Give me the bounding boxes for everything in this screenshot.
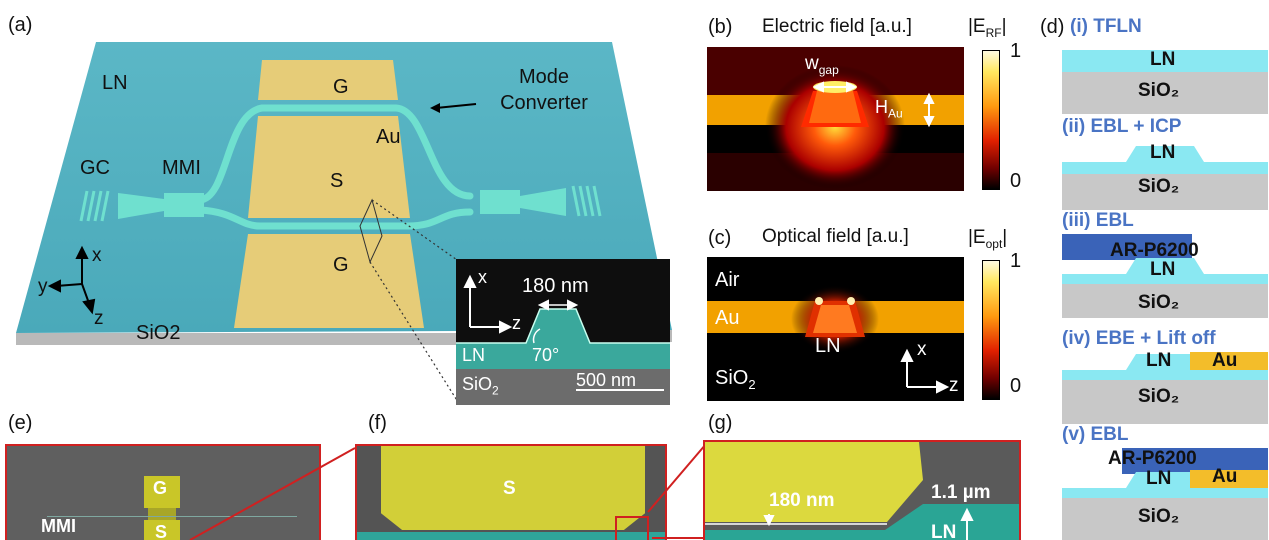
step-3-resist-label: AR-P6200 <box>1110 240 1199 261</box>
step-4-au-label: Au <box>1212 350 1238 371</box>
panel-a-axis-z: z <box>94 308 104 329</box>
panel-e-to-f-zoom-lines <box>189 447 356 540</box>
panel-f-to-g-zoom-lines <box>647 443 707 539</box>
panel-d-label: (d) <box>1040 16 1065 38</box>
panel-a-ground-bottom-label: G <box>333 254 349 276</box>
panel-b-label: (b) <box>708 16 733 38</box>
panel-b-colorbar-max: 1 <box>1010 40 1022 62</box>
inset-axis-x: x <box>478 267 487 287</box>
step-3-ln-label: LN <box>1150 259 1176 280</box>
panel-f-sem-image: S <box>355 444 667 540</box>
panel-a-label: (a) <box>8 14 33 36</box>
panel-b-title: Electric field [a.u.] <box>762 16 912 37</box>
panel-a-mode-converter-label: Mode Converter <box>500 66 588 114</box>
panel-b-colorbar-min: 0 <box>1010 170 1022 192</box>
step-2-sio2-label: SiO₂ <box>1138 176 1180 197</box>
panel-c-title: Optical field [a.u.] <box>762 226 909 247</box>
panel-b-colorbar-title: |ERF| <box>968 16 1007 40</box>
panel-b-electric-field-map: wgap HAu <box>707 47 964 191</box>
panel-c-ln-label: LN <box>815 335 841 357</box>
panel-c-optical-field-map: Air Au LN SiO2 x z <box>707 257 964 401</box>
panel-f-signal-electrode <box>381 446 645 530</box>
panel-f-label: (f) <box>368 412 387 434</box>
step-5-resist-label: AR-P6200 <box>1108 448 1197 469</box>
panel-c-colorbar-title: |Eopt| <box>968 227 1008 251</box>
panel-a-sem-inset: x z 180 nm LN 70° SiO2 500 nm <box>456 259 670 405</box>
panel-a-ground-top-label: G <box>333 76 349 98</box>
panel-g-sem-image: 180 nm 1.1 µm LN <box>703 440 1021 540</box>
panel-a-gc-label: GC <box>80 157 110 179</box>
step-3-cross-section <box>1062 234 1268 318</box>
panel-c-colorbar-max: 1 <box>1010 250 1022 272</box>
step-4-cross-section <box>1062 352 1268 424</box>
panel-b-colorbar <box>982 50 1000 190</box>
panel-a-sio2-label: SiO2 <box>136 322 181 344</box>
step-4-ln-label: LN <box>1146 350 1172 371</box>
step-5-ln-label: LN <box>1146 468 1172 489</box>
panel-g-height-label: 1.1 µm <box>931 482 991 503</box>
panel-c-colorbar-min: 0 <box>1010 375 1022 397</box>
panel-c-au-label: Au <box>715 307 740 329</box>
panel-a-axis-y: y <box>38 276 48 297</box>
step-2-cross-section <box>1062 146 1268 210</box>
panel-e-label: (e) <box>8 412 33 434</box>
panel-g-label: (g) <box>708 412 733 434</box>
step-3-sio2-label: SiO₂ <box>1138 292 1180 313</box>
panel-c-axis-z: z <box>949 375 959 396</box>
process-step-5-heading: (v) EBL <box>1062 424 1129 445</box>
process-step-1-heading: (i) TFLN <box>1070 16 1142 37</box>
panel-e-sem-image: G S MMI <box>5 444 321 540</box>
panel-a-mmi-label: MMI <box>162 157 201 179</box>
step-5-sio2-label: SiO₂ <box>1138 506 1180 527</box>
panel-f-zoom-box <box>615 516 649 540</box>
inset-axis-z: z <box>512 313 521 333</box>
panel-b-hau-label: HAu <box>875 97 903 121</box>
panel-e-mmi-label: MMI <box>41 516 76 536</box>
panel-a-au-label: Au <box>376 126 401 148</box>
panel-a-ln-label: LN <box>102 72 128 94</box>
inset-width-label: 180 nm <box>522 275 589 297</box>
panel-e-g-label: G <box>153 478 168 498</box>
step-2-ln-label: LN <box>1150 142 1176 163</box>
step-5-cross-section <box>1062 448 1268 540</box>
panel-b-wgap-label: wgap <box>805 53 839 77</box>
panel-g-width-label: 180 nm <box>769 490 835 511</box>
panel-c-label: (c) <box>708 227 732 249</box>
process-step-3-heading: (iii) EBL <box>1062 210 1134 231</box>
panel-c-colorbar <box>982 260 1000 400</box>
step-1-ln-layer <box>1062 50 1268 72</box>
panel-f-s-label: S <box>503 478 516 499</box>
inset-sio2-label: SiO2 <box>462 374 499 398</box>
panel-a-axis-x: x <box>92 245 102 266</box>
panel-g-ln-label: LN <box>931 522 957 540</box>
panel-c-air-label: Air <box>715 269 740 291</box>
step-4-sio2-label: SiO₂ <box>1138 386 1180 407</box>
step-1-ln-label: LN <box>1150 49 1176 70</box>
panel-c-axis-x: x <box>917 339 927 360</box>
panel-a-signal-label: S <box>330 170 344 192</box>
inset-scale-bar-label: 500 nm <box>576 370 637 390</box>
process-step-2-heading: (ii) EBL + ICP <box>1062 116 1182 137</box>
inset-ln-label: LN <box>462 345 486 365</box>
process-step-4-heading: (iv) EBE + Lift off <box>1062 328 1216 349</box>
inset-angle-label: 70° <box>532 345 560 365</box>
panel-e-ground-pad <box>144 476 180 508</box>
step-1-sio2-label: SiO₂ <box>1138 80 1180 101</box>
panel-e-s-label: S <box>155 522 168 540</box>
step-1-sio2-layer <box>1062 72 1268 114</box>
step-5-au-label: Au <box>1212 466 1238 487</box>
panel-c-sio2-label: SiO2 <box>715 367 756 392</box>
panel-e-signal-pad <box>144 520 180 540</box>
